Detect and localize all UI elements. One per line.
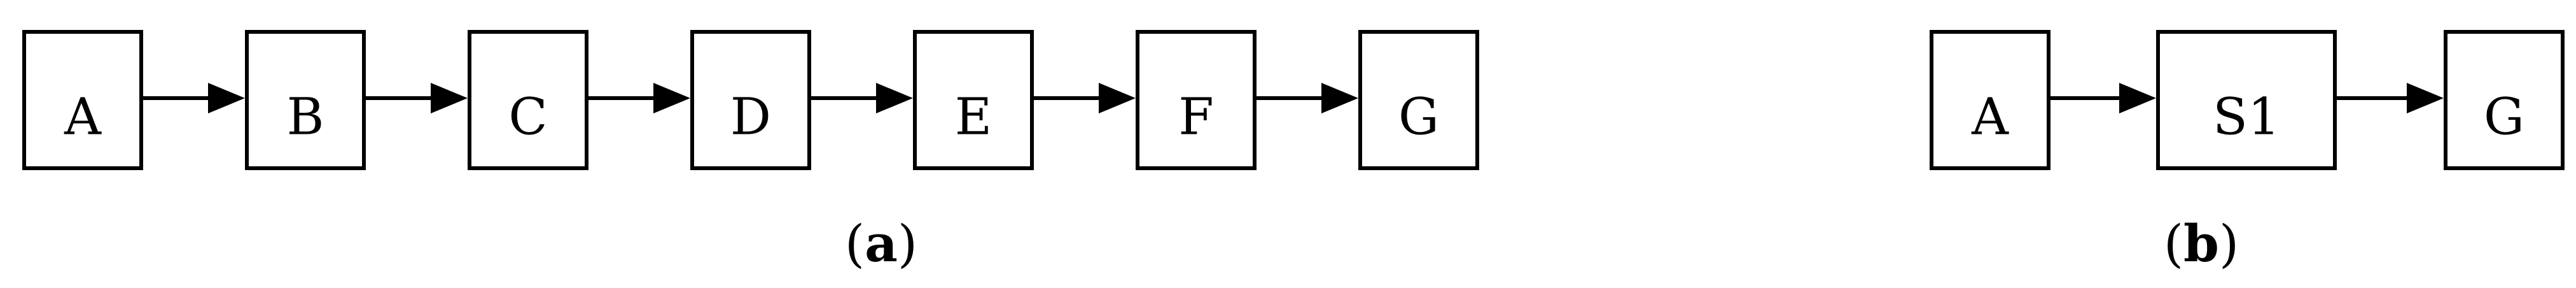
node-box (245, 30, 366, 170)
node-a-b: B (245, 30, 366, 170)
node-box (1930, 30, 2050, 170)
panel-b-edges (2050, 83, 2444, 113)
node-a-e: E (913, 30, 1034, 170)
node-label: E (955, 87, 992, 147)
node-b-s1: S1 (2156, 30, 2337, 170)
node-label: A (64, 87, 102, 147)
node-a-f: F (1136, 30, 1257, 170)
edge-b-a-s1 (2050, 83, 2156, 113)
edge-b-s1-g (2337, 83, 2444, 113)
panel-a-caption-close: ) (898, 214, 917, 273)
arrowhead-icon (653, 83, 690, 113)
node-box (2156, 30, 2337, 170)
edge-a-a-b (143, 83, 245, 113)
panel-a: A B C D E F G (a) (22, 30, 1479, 273)
arrowhead-icon (431, 83, 468, 113)
panel-a-caption-open: ( (845, 214, 865, 273)
node-box (22, 30, 143, 170)
panel-a-nodes: A B C D E F G (22, 30, 1479, 170)
panel-b-nodes: A S1 G (1930, 30, 2565, 170)
arrowhead-icon (2407, 83, 2444, 113)
panel-b-caption-open: ( (2164, 214, 2183, 273)
node-label: C (508, 87, 547, 147)
arrowhead-icon (876, 83, 913, 113)
panel-a-caption-letter: a (865, 213, 898, 273)
node-label: F (1178, 87, 1214, 147)
panel-b-caption-letter: b (2183, 213, 2219, 273)
node-label: B (287, 87, 324, 147)
panel-b-caption-close: ) (2219, 214, 2239, 273)
node-box (690, 30, 811, 170)
node-label: G (2484, 87, 2524, 147)
node-label: S1 (2213, 87, 2280, 147)
edge-a-c-d (588, 83, 690, 113)
panel-a-caption: (a) (845, 213, 917, 273)
node-b-a: A (1930, 30, 2050, 170)
edge-a-e-f (1034, 83, 1136, 113)
arrowhead-icon (2119, 83, 2156, 113)
node-box (1136, 30, 1257, 170)
node-a-a: A (22, 30, 143, 170)
node-box (913, 30, 1034, 170)
edge-a-f-g (1257, 83, 1358, 113)
arrowhead-icon (1321, 83, 1358, 113)
panel-b: A S1 G (b) (1930, 30, 2565, 273)
node-label: D (730, 87, 771, 147)
panel-a-edges (143, 83, 1358, 113)
panel-b-caption: (b) (2164, 213, 2239, 273)
node-label: A (1971, 87, 2009, 147)
node-a-g: G (1358, 30, 1479, 170)
edge-a-d-e (811, 83, 913, 113)
node-box (2444, 30, 2565, 170)
arrowhead-icon (208, 83, 245, 113)
node-b-g: G (2444, 30, 2565, 170)
node-box (468, 30, 588, 170)
arrowhead-icon (1099, 83, 1136, 113)
node-a-c: C (468, 30, 588, 170)
node-box (1358, 30, 1479, 170)
node-a-d: D (690, 30, 811, 170)
edge-a-b-c (366, 83, 468, 113)
node-label: G (1398, 87, 1439, 147)
